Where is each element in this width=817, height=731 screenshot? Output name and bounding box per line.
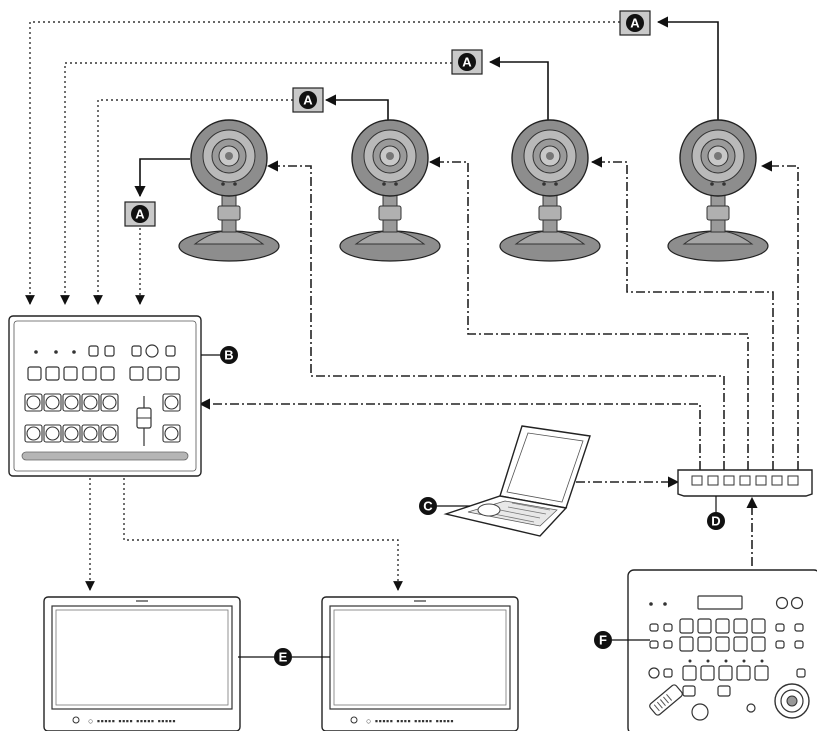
monitor-left: ○ ▪▪▪▪▪ ▪▪▪▪ ▪▪▪▪▪ ▪▪▪▪▪ bbox=[43, 596, 241, 731]
label-c: C bbox=[419, 497, 437, 515]
camera-4 bbox=[667, 119, 769, 262]
camera-1 bbox=[178, 119, 280, 262]
camera-2 bbox=[339, 119, 441, 262]
svg-text:A: A bbox=[462, 55, 472, 70]
svg-text:B: B bbox=[224, 348, 233, 363]
svg-text:○ ▪▪▪▪▪ ▪▪▪▪ ▪▪▪▪▪ ▪▪▪▪▪: ○ ▪▪▪▪▪ ▪▪▪▪ ▪▪▪▪▪ ▪▪▪▪▪ bbox=[88, 716, 176, 726]
svg-text:A: A bbox=[135, 207, 145, 222]
label-a-3: A bbox=[292, 87, 324, 113]
live-switcher bbox=[8, 315, 202, 477]
label-d: D bbox=[707, 512, 725, 530]
label-e: E bbox=[274, 648, 292, 666]
label-a-4: A bbox=[124, 201, 156, 227]
svg-text:C: C bbox=[423, 499, 433, 514]
label-a-1: A bbox=[619, 10, 651, 36]
label-f: F bbox=[594, 631, 612, 649]
svg-text:E: E bbox=[279, 650, 288, 665]
svg-text:A: A bbox=[630, 16, 640, 31]
camera-controller bbox=[627, 569, 817, 731]
label-b: B bbox=[220, 346, 238, 364]
network-hub bbox=[677, 469, 813, 497]
svg-text:D: D bbox=[711, 514, 720, 529]
video-dotted-lines bbox=[25, 21, 620, 591]
monitor-right: ○ ▪▪▪▪▪ ▪▪▪▪ ▪▪▪▪▪ ▪▪▪▪▪ bbox=[321, 596, 519, 731]
camera-output-lines bbox=[134, 16, 719, 198]
svg-text:○ ▪▪▪▪▪ ▪▪▪▪ ▪▪▪▪▪ ▪▪▪▪▪: ○ ▪▪▪▪▪ ▪▪▪▪ ▪▪▪▪▪ ▪▪▪▪▪ bbox=[366, 716, 454, 726]
network-lines bbox=[198, 156, 799, 566]
svg-text:F: F bbox=[599, 633, 607, 648]
camera-3 bbox=[499, 119, 601, 262]
svg-text:A: A bbox=[303, 93, 313, 108]
laptop bbox=[443, 425, 591, 537]
label-a-2: A bbox=[451, 49, 483, 75]
